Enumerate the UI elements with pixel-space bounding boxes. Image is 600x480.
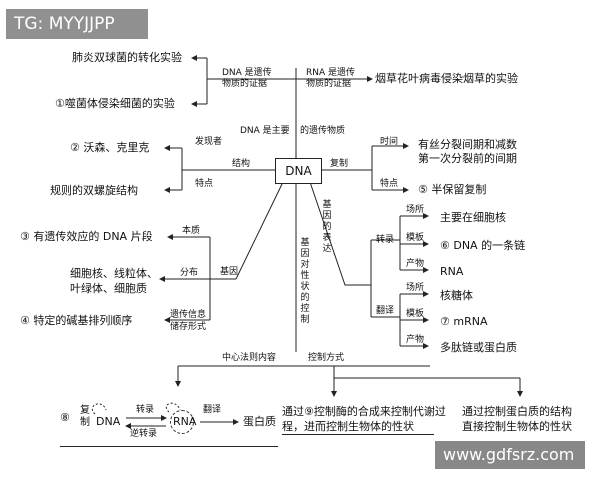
transcription-label: 转录 <box>376 235 395 245</box>
central-dogma-label: 中心法则内容 <box>222 353 277 363</box>
tr-template: ⑦ mRNA <box>440 315 488 328</box>
replication-time-label: 时间 <box>380 137 399 147</box>
tr-site-label: 场所 <box>406 283 425 293</box>
experiment-pneumococcus: 肺炎双球菌的转化实验 <box>72 51 182 64</box>
main-genetic-material-a: DNA 是主要 <box>240 126 290 136</box>
gene-label: 基因 <box>220 267 239 277</box>
rna-evidence-label: RNA 是遗传 物质的证据 <box>306 68 356 89</box>
discoverer-label: 发现者 <box>195 137 223 147</box>
replication-time: 有丝分裂间期和减数 第一次分裂前的间期 <box>418 138 517 165</box>
gene-distribution: 细胞核、线粒体、 叶绿体、细胞质 <box>70 267 158 295</box>
t-site: 主要在细胞核 <box>440 211 506 224</box>
method-protein: 通过控制蛋白质的结构 直接控制生物体的性状 <box>462 405 572 433</box>
transcribe-label: 转录 <box>136 405 155 415</box>
gene-essence-label: 本质 <box>182 226 201 236</box>
control-methods-label: 控制方式 <box>308 353 345 363</box>
double-helix: 规则的双螺旋结构 <box>50 184 138 197</box>
t-product: RNA <box>440 265 464 278</box>
watermark-bottom: www.gdfsrz.com <box>435 441 585 469</box>
method-enzyme: 通过⑨控制酶的合成来控制代谢过 程，进而控制生物体的性状 <box>282 405 446 433</box>
dna-node: DNA <box>96 415 121 428</box>
experiment-phage: ①噬菌体侵染细菌的实验 <box>55 97 175 110</box>
t-template: ⑥ DNA 的一条链 <box>440 239 526 252</box>
method-underline <box>282 434 434 435</box>
central-dogma-box <box>60 396 278 447</box>
gene-distribution-label: 分布 <box>180 268 199 278</box>
gene-control-label: 基因对性状的控制 <box>300 238 310 325</box>
replication-label: 复制 <box>330 159 349 169</box>
t-template-label: 模板 <box>406 233 425 243</box>
gene-essence: ③ 有遗传效应的 DNA 片段 <box>20 230 153 243</box>
watermark-top: TG: MYYJJPP <box>6 9 148 39</box>
replication-feature-label: 特点 <box>380 179 399 189</box>
discoverers: ② 沃森、克里克 <box>70 141 150 154</box>
tr-product: 多肽链或蛋白质 <box>440 341 517 354</box>
t-product-label: 产物 <box>406 259 425 269</box>
dna-evidence-label: DNA 是遗传 物质的证据 <box>222 68 272 89</box>
structure-feature-label: 特点 <box>195 179 214 189</box>
semi-conservative: ⑤ 半保留复制 <box>418 183 487 196</box>
copy-label: 复制 <box>80 405 90 428</box>
tr-product-label: 产物 <box>406 335 425 345</box>
marker-8: ⑧ <box>60 411 70 424</box>
tr-site: 核糖体 <box>440 289 473 302</box>
structure-label: 结构 <box>232 159 251 169</box>
reverse-label: 逆转录 <box>130 429 158 439</box>
expression-label: 基因的表达 <box>322 200 332 254</box>
main-genetic-material-b: 的遗传物质 <box>300 126 346 136</box>
gene-info-label: 遗传信息 储存形式 <box>170 310 207 332</box>
base-sequence: ④ 特定的碱基排列顺序 <box>20 314 133 327</box>
translation-label: 翻译 <box>376 306 395 316</box>
translate-label: 翻译 <box>203 405 222 415</box>
dna-center-box: DNA <box>275 158 322 184</box>
rna-circle <box>170 410 194 434</box>
t-site-label: 场所 <box>406 205 425 215</box>
rna-node: RNA <box>173 415 197 428</box>
experiment-tmv: 烟草花叶病毒侵染烟草的实验 <box>375 72 518 85</box>
protein-node: 蛋白质 <box>243 415 276 428</box>
tr-template-label: 模板 <box>406 309 425 319</box>
